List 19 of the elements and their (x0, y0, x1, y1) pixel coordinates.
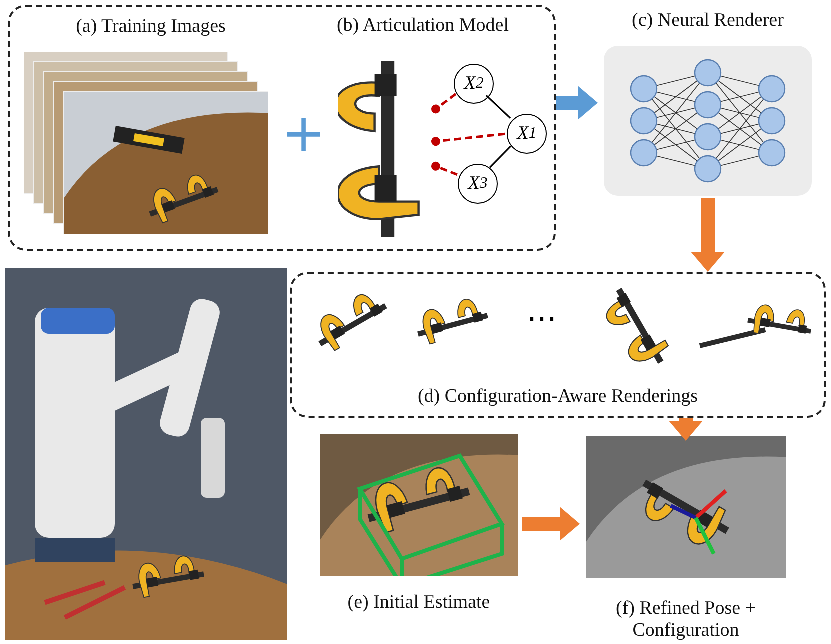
panel-caption: (d) Configuration-Aware Renderings (416, 386, 699, 408)
panel-caption: (b) Articulation Model (336, 14, 510, 38)
panel-caption: (c) Neural Renderer (631, 10, 785, 32)
panel-caption: (a) Training Images (75, 16, 227, 38)
leader-line (432, 132, 506, 146)
block-arrow (669, 418, 703, 441)
block-arrow (522, 507, 580, 541)
dashed-group-frame (8, 5, 556, 251)
block-arrow (691, 198, 725, 272)
connector-line (486, 95, 512, 119)
leader-line (432, 162, 458, 176)
plus-sign: + (282, 106, 320, 162)
panel-caption: (f) Refined Pose + Configuration (615, 598, 757, 642)
panel-caption: (e) Initial Estimate (346, 592, 492, 614)
connector-line (489, 146, 512, 168)
ellipsis-mark: … (526, 293, 558, 331)
dashed-group-frame (290, 272, 826, 418)
leader-line (432, 93, 457, 114)
block-arrow (556, 86, 598, 120)
